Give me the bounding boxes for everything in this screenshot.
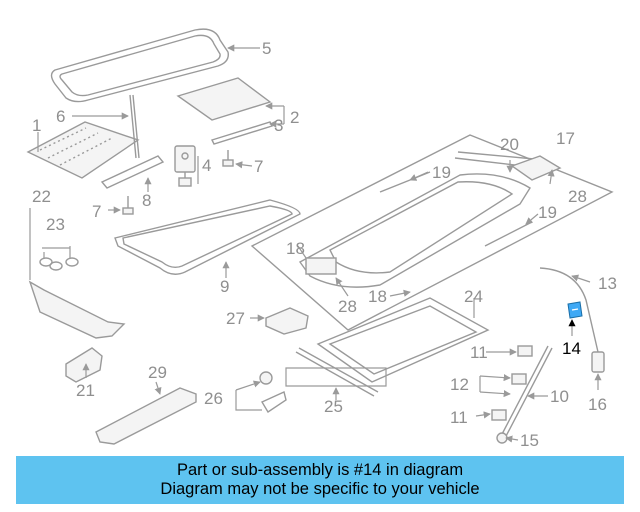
cable-part [484,221,533,247]
callout-label-highlighted: 14 [562,339,581,358]
valve-part [591,351,605,373]
callout-label: 25 [324,397,343,416]
callout-label: 11 [470,343,488,362]
callout-label: 4 [202,156,211,175]
callout-label: 7 [254,157,263,176]
callout-label: 29 [148,363,167,382]
rail-strip-part [211,121,273,145]
callout-label: 3 [274,116,283,135]
callout-label: 13 [598,274,617,293]
bracket-28-part [305,257,337,275]
hose-clamp-part [496,432,508,444]
leader-lines [37,44,602,443]
screw-part [122,150,234,215]
switch-part [265,307,309,335]
hose-clip-part [491,345,533,421]
banner-line-1: Part or sub-assembly is #14 in diagram [176,461,464,479]
callout-label: 17 [556,129,575,148]
callout-label: 10 [550,387,569,406]
callout-label: 5 [262,39,271,58]
callout-label: 1 [32,116,41,135]
callout-label: 27 [226,309,245,328]
callout-label: 11 [450,408,468,427]
banner-line-2: Diagram may not be specific to your vehi… [160,480,480,498]
glass-panel-part [50,28,229,103]
clip-part [259,371,287,413]
deflector-part [26,121,140,179]
molding-part [28,208,126,339]
callout-label: 28 [338,297,357,316]
shade-roller-part [316,297,490,383]
stay-rod-part [129,94,140,159]
seal-strip-part [100,155,165,189]
callout-label: 9 [220,277,229,296]
callout-label: 19 [538,203,557,222]
shade-rod-part [285,347,387,397]
callout-label: 16 [588,395,607,414]
callout-label: 2 [290,108,299,127]
callout-label: 8 [142,191,151,210]
sunshade-part [176,77,272,121]
callout-label: 6 [56,107,65,126]
parts-diagram: 1 2 3 4 5 6 7 7 8 9 10 11 11 12 13 14 15… [26,28,617,450]
motor-part [510,155,562,181]
callout-labels: 1 2 3 4 5 6 7 7 8 9 10 11 11 12 13 14 15… [32,39,617,450]
callout-label: 23 [46,215,65,234]
callout-label: 19 [432,163,451,182]
handle-part [95,387,197,445]
grommet-part-highlighted [567,301,583,319]
callout-label: 22 [32,187,51,206]
callout-label: 12 [450,375,469,394]
frame-seal-part [114,199,301,275]
info-banner: Part or sub-assembly is #14 in diagram D… [16,456,624,504]
callout-label: 18 [286,239,305,258]
callout-label: 18 [368,287,387,306]
callout-label: 15 [520,431,539,450]
callout-label: 7 [92,202,101,221]
callout-label: 28 [568,187,587,206]
callout-label: 21 [76,381,95,400]
callout-label: 26 [204,389,223,408]
callout-label: 24 [464,287,483,306]
hose-part [499,345,553,441]
cover-part [65,347,103,383]
callout-label: 20 [500,135,519,154]
bracket-part [174,145,196,187]
